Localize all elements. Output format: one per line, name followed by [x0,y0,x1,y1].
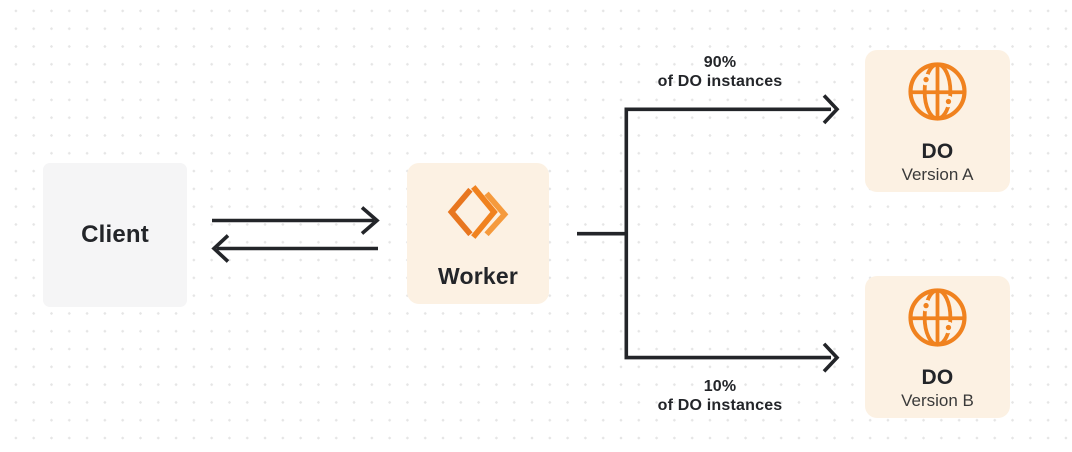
traffic-split-90-label: 90% of DO instances [620,53,820,91]
arrowhead-to-do-b [822,342,840,373]
arrowhead-client-to-worker [360,206,380,235]
do-version-b-subtitle: Version B [901,391,974,410]
worker-node-label: Worker [437,263,519,289]
traffic-split-90-percent: 90% [703,54,737,71]
traffic-split-10-percent: 10% [703,378,737,395]
durable-object-globe-icon [908,288,967,347]
cloudflare-workers-icon [447,185,509,239]
arrowhead-worker-to-client [211,234,230,263]
durable-object-globe-icon [908,62,967,121]
do-version-b-title: DO [921,366,954,389]
do-version-a-subtitle: Version A [901,165,974,184]
client-node: Client [43,163,187,307]
do-version-a-title: DO [921,140,954,163]
arrowhead-to-do-a [822,94,840,125]
traffic-split-90-caption: of DO instances [657,73,783,90]
client-node-label: Client [81,221,149,248]
do-version-a-node: DO Version A [865,50,1010,192]
split-branch-lines [624,107,831,360]
traffic-split-10-label: 10% of DO instances [620,377,820,415]
traffic-split-10-caption: of DO instances [657,397,783,414]
worker-node: Worker [407,163,549,304]
do-version-b-node: DO Version B [865,276,1010,418]
